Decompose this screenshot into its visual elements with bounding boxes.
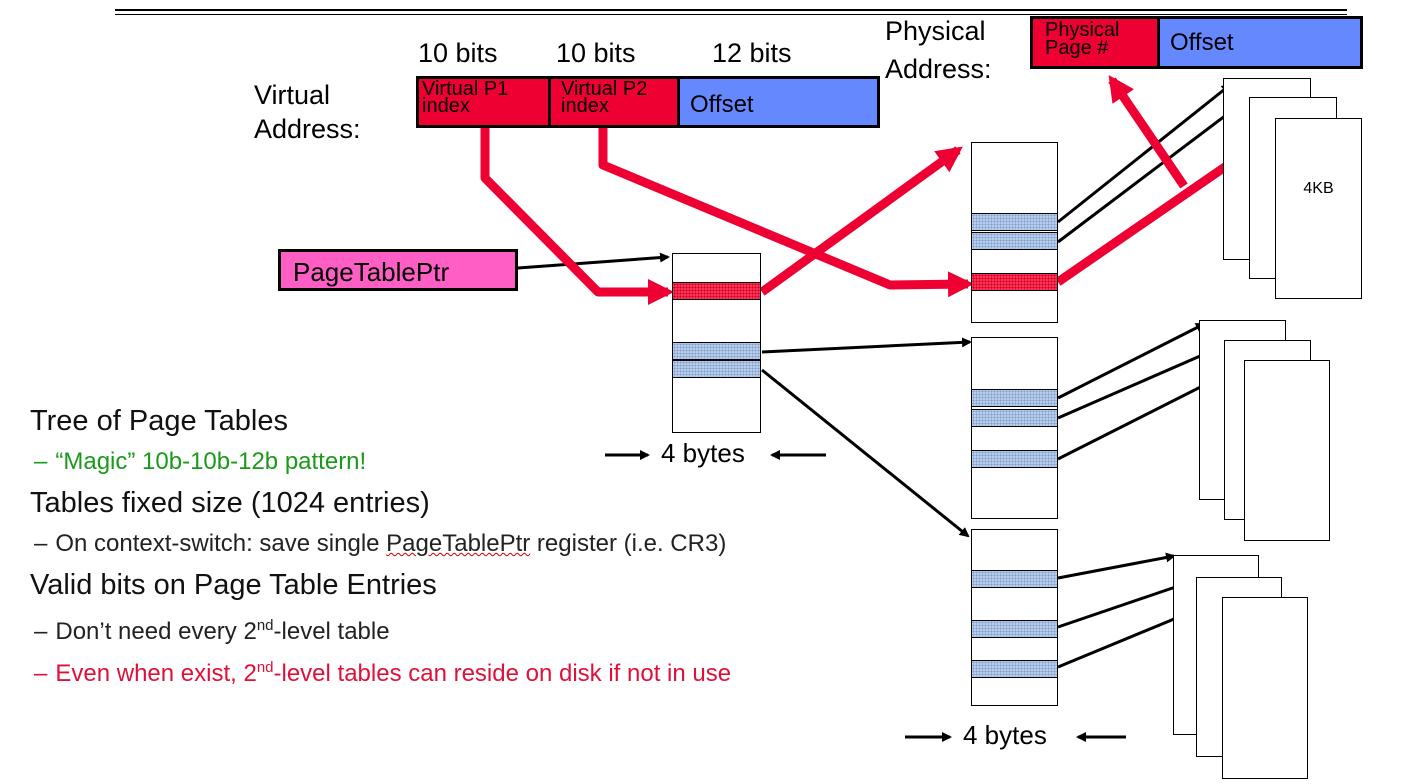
p1-index-arrow: [480, 128, 674, 305]
first-level-table: [672, 253, 761, 433]
table-entry: [972, 389, 1057, 407]
ptr-arrow: [517, 252, 670, 270]
l2a-to-page-2: [1057, 95, 1252, 244]
table-entry: [972, 213, 1057, 231]
page-size-label: 4KB: [1303, 179, 1334, 197]
table-entry: [972, 620, 1057, 638]
l1-to-l2a-red-arrow: [759, 146, 963, 296]
l1-to-l2b-arrow: [761, 337, 972, 354]
sub-bullet-dont-need: –Don’t need every 2nd-level table: [30, 608, 731, 650]
table-entry: [972, 570, 1057, 588]
dash: –: [34, 448, 48, 475]
virtual-offset-field: Offset: [680, 79, 877, 125]
table-entry: [972, 660, 1057, 678]
second-level-table-c: [971, 529, 1058, 706]
sub-bullet-text: On context-switch: save single: [55, 530, 387, 557]
page-table-ptr-word: PageTablePtr: [386, 530, 531, 557]
sub-bullet-text: “Magic” 10b-10b-12b pattern!: [55, 448, 367, 475]
physical-page: [1222, 597, 1308, 779]
table-entry: [673, 360, 760, 378]
title-rule: [115, 9, 1347, 11]
superscript: nd: [256, 617, 274, 634]
title-rule-thin: [115, 14, 1347, 15]
l2a-to-page-1: [1057, 83, 1232, 224]
superscript: nd: [256, 659, 274, 676]
sub-bullet-context-switch: –On context-switch: save single PageTabl…: [30, 526, 731, 562]
table-entry: [972, 450, 1057, 468]
physical-page-field: Physical Page #: [1033, 19, 1160, 66]
bullet-tables-fixed-size: Tables fixed size (1024 entries): [30, 487, 430, 519]
sub-bullet-text: register (i.e. CR3): [530, 530, 727, 557]
entry-size-label-1: 4 bytes: [661, 438, 745, 468]
table-entry: [673, 342, 760, 360]
table-entry: [972, 409, 1057, 427]
l2c-to-page-1: [1057, 552, 1176, 580]
l2b-to-page-1: [1057, 322, 1206, 400]
bullet-valid-bits: Valid bits on Page Table Entries: [30, 569, 437, 601]
p2-index-arrow: [598, 128, 974, 298]
dash: –: [34, 530, 48, 557]
page-table-ptr-label: PageTablePtr: [293, 257, 450, 287]
sub-bullet-magic-pattern: –“Magic” 10b-10b-12b pattern!: [30, 444, 731, 480]
virtual-address-box: Virtual P1 index Virtual P2 index Offset: [416, 76, 880, 128]
physical-address-box: Physical Page # Offset: [1030, 16, 1363, 69]
table-entry: [972, 232, 1057, 250]
bit-label-3: 12 bits: [712, 38, 792, 68]
l1-to-l2c-arrow: [761, 368, 970, 538]
second-level-table-b: [971, 337, 1058, 519]
page-to-physical-red-arrow: [1108, 75, 1188, 189]
bit-label-1: 10 bits: [418, 38, 498, 68]
table-entry-p2: [972, 273, 1057, 291]
page-table-ptr: PageTablePtr: [278, 249, 518, 291]
virtual-p1-index-field: Virtual P1 index: [419, 79, 551, 125]
sub-bullet-text: -level table: [273, 618, 390, 645]
virtual-address-label: Virtual Address:: [254, 80, 361, 144]
dash: –: [34, 660, 48, 687]
sub-bullet-text: -level tables can reside on disk if not …: [273, 660, 732, 687]
sub-bullet-reside-on-disk: –Even when exist, 2nd-level tables can r…: [30, 650, 731, 692]
bit-label-2: 10 bits: [556, 38, 636, 68]
bullet-list: Tree of Page Tables –“Magic” 10b-10b-12b…: [30, 398, 731, 692]
dash: –: [34, 618, 48, 645]
virtual-p2-index-field: Virtual P2 index: [551, 79, 680, 125]
physical-offset-field: Offset: [1160, 19, 1360, 66]
second-level-table-a: [971, 142, 1058, 323]
bullet-tree-of-page-tables: Tree of Page Tables: [30, 405, 288, 437]
sub-bullet-text: Don’t need every 2: [55, 618, 257, 645]
sub-bullet-text: Even when exist, 2: [55, 660, 257, 687]
physical-page-4kb: 4KB: [1275, 118, 1362, 299]
table-entry-p1: [673, 282, 760, 300]
physical-page: [1244, 360, 1330, 541]
physical-address-label: Physical Address:: [885, 16, 992, 84]
entry-size-label-2: 4 bytes: [963, 720, 1047, 750]
